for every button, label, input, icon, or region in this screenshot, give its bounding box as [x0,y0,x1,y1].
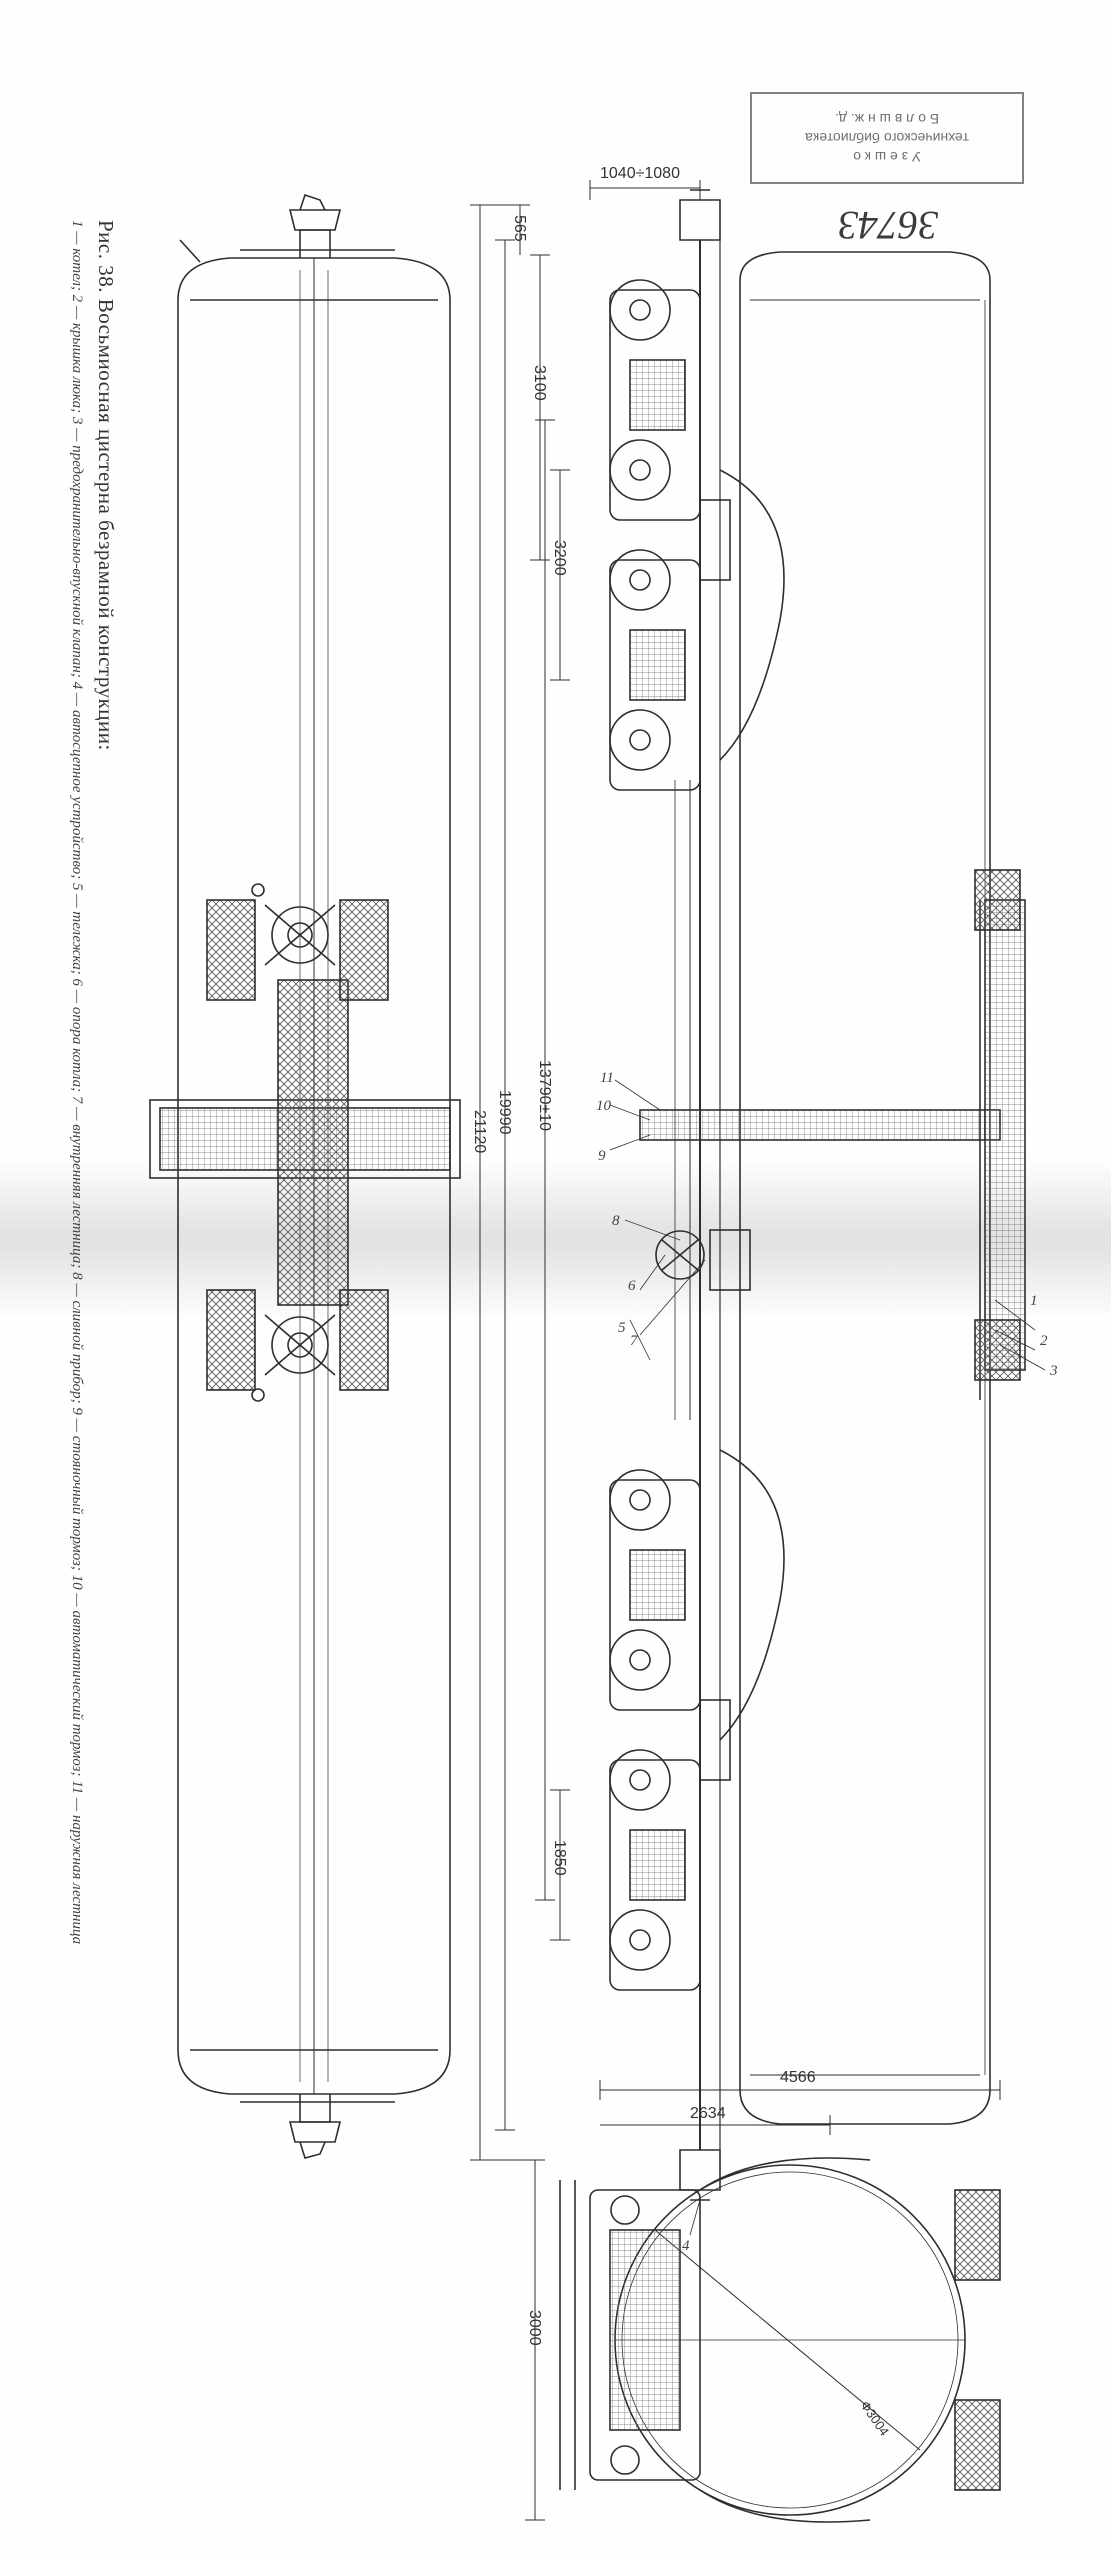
dim-bogie-spacing: 3200 [551,540,568,576]
plan-upper-hatch-group [206,883,389,1001]
end-section-view [525,2080,1001,2523]
callout-11: 11 [600,1070,614,1086]
plan-upper-hatch [271,906,329,964]
dim-bogie-base: 3100 [531,365,548,401]
elevation-outer-ladder [984,899,1026,1371]
callout-4: 4 [682,2238,690,2254]
plan-bottom-coupler [240,2094,395,2159]
elevation-platform [639,1109,1001,1141]
dim-length-over-couplers: 21120 [471,1110,488,1153]
elevation-bottom-coupler [679,2149,721,2201]
wheel-3 [609,549,671,611]
bogie-2 [609,549,701,791]
callout-1: 1 [1030,1293,1038,1309]
dimension-labels: 1040÷1080 565 3100 3200 13790±10 19990 2… [471,165,892,2439]
plan-lower-hatch [271,1316,329,1374]
dim-boiler-diameter: Ф3004 [858,2398,893,2438]
wheel-2 [609,439,671,501]
wheel-6 [609,1629,671,1691]
dim-rail-width: 2634 [690,2105,726,2122]
upper-span-bolster [699,499,731,581]
lower-span-bolster [699,1699,731,1781]
dim-section-width: 4566 [780,2069,816,2086]
dim-length-bogie-centres: 13790±10 [536,1060,553,1131]
wheel-5 [609,1469,671,1531]
dim-length-over-body: 19990 [496,1090,513,1135]
callout-3: 3 [1049,1363,1058,1379]
plan-top-coupler [179,193,395,263]
bogie-3 [609,1469,701,1711]
callout-numbers: 1 2 3 4 5 6 7 8 9 10 11 [596,1070,1058,2254]
bogie-1 [609,279,701,521]
dim-end-offset: 565 [511,215,528,242]
elevation-dimensions [470,180,701,2161]
callout-5: 5 [618,1320,626,1336]
upper-bogie-pair [609,279,731,791]
callout-10: 10 [596,1098,612,1114]
callout-6: 6 [628,1278,636,1294]
bogie-4 [609,1749,701,1991]
callout-7: 7 [630,1333,639,1349]
section-bogie [589,2189,701,2481]
side-elevation [639,189,1026,2201]
callout-8: 8 [612,1213,620,1229]
wheel-8 [609,1909,671,1971]
wheel-4 [609,709,671,771]
drain-device [655,1230,705,1280]
dim-section-height: 3000 [526,2310,543,2346]
plan-lower-hatch-group [206,1289,389,1402]
section-ladder [954,2189,1001,2281]
plan-walkway-spine [277,979,349,1306]
lower-bogie-pair [609,1469,731,1991]
callout-2: 2 [1040,1333,1048,1349]
callout-9: 9 [598,1148,606,1164]
wheel-1 [609,279,671,341]
wheel-7 [609,1749,671,1811]
callout-leaders [609,1079,1046,2236]
plan-view [149,193,461,2159]
dim-axle-base: 1850 [551,1840,568,1876]
dim-overall-width-top: 1040÷1080 [600,165,680,182]
upper-support-saddle [719,469,785,761]
plan-tank-outline [177,257,451,2095]
lower-support-saddle [719,1449,785,1741]
